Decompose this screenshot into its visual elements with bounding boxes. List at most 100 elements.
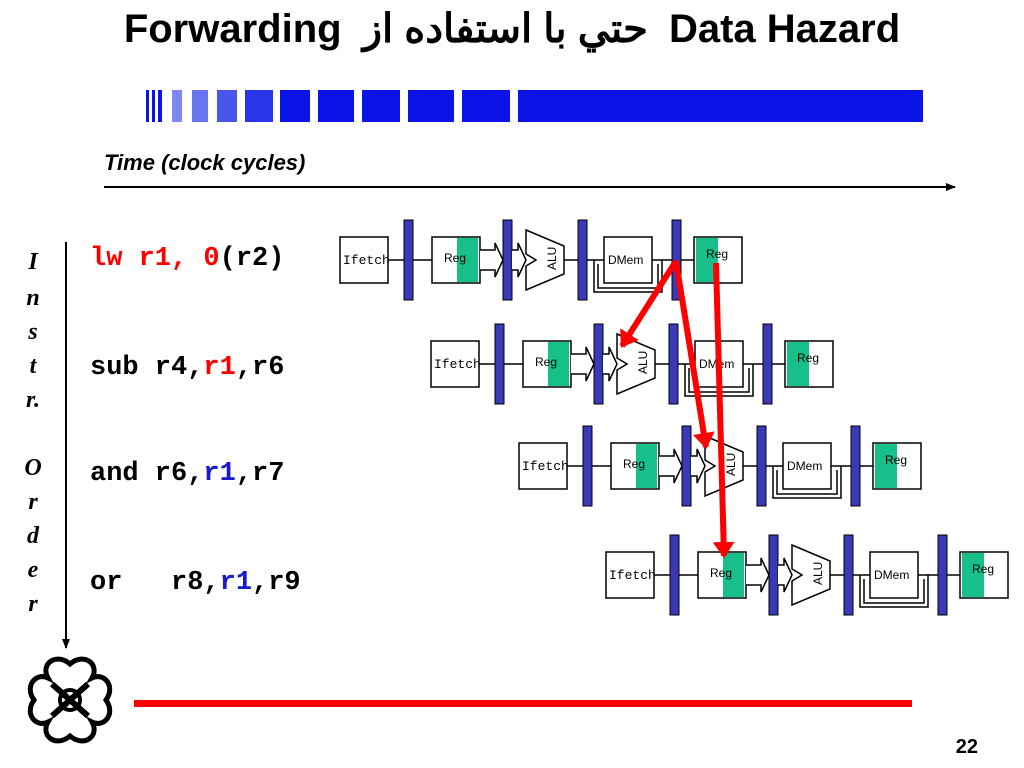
reg-read-label: Reg xyxy=(623,457,645,471)
data-path-arrow xyxy=(659,448,683,484)
reg-read-label: Reg xyxy=(710,566,732,580)
title-bar-segment xyxy=(158,90,162,122)
title-bar-segment xyxy=(408,90,454,122)
pipeline-row: Ifetch Reg ALU DMem Reg xyxy=(339,219,743,301)
time-axis-label: Time (clock cycles) xyxy=(104,150,306,175)
bypass-wire xyxy=(859,575,929,608)
data-path-arrow xyxy=(480,242,504,278)
order-label-letter: n xyxy=(26,285,40,311)
reg-read-label: Reg xyxy=(444,251,466,265)
pipeline-register xyxy=(756,425,767,507)
pipeline-register xyxy=(582,425,593,507)
alu-label: ALU xyxy=(545,247,559,270)
pipeline-register xyxy=(681,425,692,507)
alu-label: ALU xyxy=(636,351,650,374)
reg-write-highlight xyxy=(875,444,897,488)
university-logo xyxy=(27,656,113,744)
data-path-arrow xyxy=(603,346,618,382)
dmem-box xyxy=(782,442,832,490)
reg-read-highlight xyxy=(636,444,657,488)
title-bar-segment xyxy=(172,90,182,122)
title-bar-segment xyxy=(362,90,400,122)
pipeline-register xyxy=(577,219,588,301)
dmem-box xyxy=(603,236,653,284)
pipeline-register xyxy=(502,219,513,301)
reg-write-highlight xyxy=(787,342,809,386)
order-label-letter: d xyxy=(27,523,39,549)
ifetch-label: Ifetch xyxy=(343,253,390,268)
instruction-token: lw r1, 0 xyxy=(90,244,220,274)
pipeline-register xyxy=(668,323,679,405)
alu-shape xyxy=(791,543,831,607)
pipeline-register xyxy=(762,323,773,405)
title-bar-segment xyxy=(217,90,237,122)
dmem-label: DMem xyxy=(608,253,643,267)
title-prefix: Forwarding xyxy=(123,7,342,51)
dmem-label: DMem xyxy=(874,568,909,582)
forward-arrow-to-and xyxy=(673,260,715,449)
title-persian: حتي با استفاده از xyxy=(362,7,648,51)
instruction-token: (r2) xyxy=(219,244,285,274)
title-bar-segment xyxy=(280,90,310,122)
reg-write-label: Reg xyxy=(706,247,728,261)
reg-write-label: Reg xyxy=(797,351,819,365)
instruction-token: ,r9 xyxy=(252,568,301,598)
instruction-token: r1 xyxy=(219,568,253,598)
instruction-and: and r6,r1,r7 xyxy=(90,459,284,489)
instruction-token: and r6, xyxy=(90,459,204,489)
pipeline-register xyxy=(494,323,505,405)
title-bar-segment xyxy=(152,90,155,122)
title-bar-segment xyxy=(462,90,510,122)
data-path-arrow xyxy=(778,557,793,593)
data-path-arrow xyxy=(691,448,706,484)
order-label-letter: O xyxy=(24,455,42,481)
bottom-red-line xyxy=(134,700,912,707)
order-label-letter: r. xyxy=(25,387,40,413)
bypass-wire xyxy=(863,579,925,604)
reg-write-highlight xyxy=(696,238,718,282)
instruction-token: ,r7 xyxy=(235,459,285,489)
page-number: 22 xyxy=(955,736,978,758)
instruction-lw: lw r1, 0(r2) xyxy=(90,244,284,274)
pipeline-register xyxy=(403,219,414,301)
alu-shape xyxy=(525,228,565,292)
bypass-wire xyxy=(593,260,663,293)
ifetch-box xyxy=(339,236,389,284)
data-path-arrow xyxy=(746,557,770,593)
order-label-letter: r xyxy=(28,591,38,617)
bypass-wire xyxy=(772,466,842,499)
reg-read-highlight xyxy=(723,553,744,597)
forward-arrow-to-sub xyxy=(619,259,679,348)
pipeline-register xyxy=(850,425,861,507)
order-label-letter: I xyxy=(28,249,38,275)
forward-arrow-to-or xyxy=(712,262,735,558)
instruction-sub: sub r4,r1,r6 xyxy=(90,353,284,383)
alu-shape xyxy=(616,332,656,396)
instruction-token: r1 xyxy=(203,459,236,489)
data-path-arrow xyxy=(571,346,595,382)
instruction-token: r1 xyxy=(203,353,236,383)
order-label-letter: r xyxy=(28,489,38,515)
bypass-wire xyxy=(597,264,659,289)
title-bar-segment xyxy=(192,90,208,122)
title-suffix: Data Hazard xyxy=(668,7,901,51)
pipeline-register xyxy=(669,534,680,616)
ifetch-label: Ifetch xyxy=(434,357,481,372)
reg-write-label: Reg xyxy=(972,562,994,576)
forwarding-arrows xyxy=(619,259,735,558)
title-decoration-bar xyxy=(146,90,923,122)
title-bar-segment xyxy=(245,90,273,122)
pipeline-register xyxy=(843,534,854,616)
dmem-box xyxy=(869,551,919,599)
data-path-arrow xyxy=(512,242,527,278)
order-label-letter: e xyxy=(27,557,39,583)
ifetch-box xyxy=(518,442,568,490)
pipeline-register xyxy=(768,534,779,616)
ifetch-label: Ifetch xyxy=(522,459,569,474)
alu-label: ALU xyxy=(724,453,738,476)
ifetch-label: Ifetch xyxy=(609,568,656,583)
